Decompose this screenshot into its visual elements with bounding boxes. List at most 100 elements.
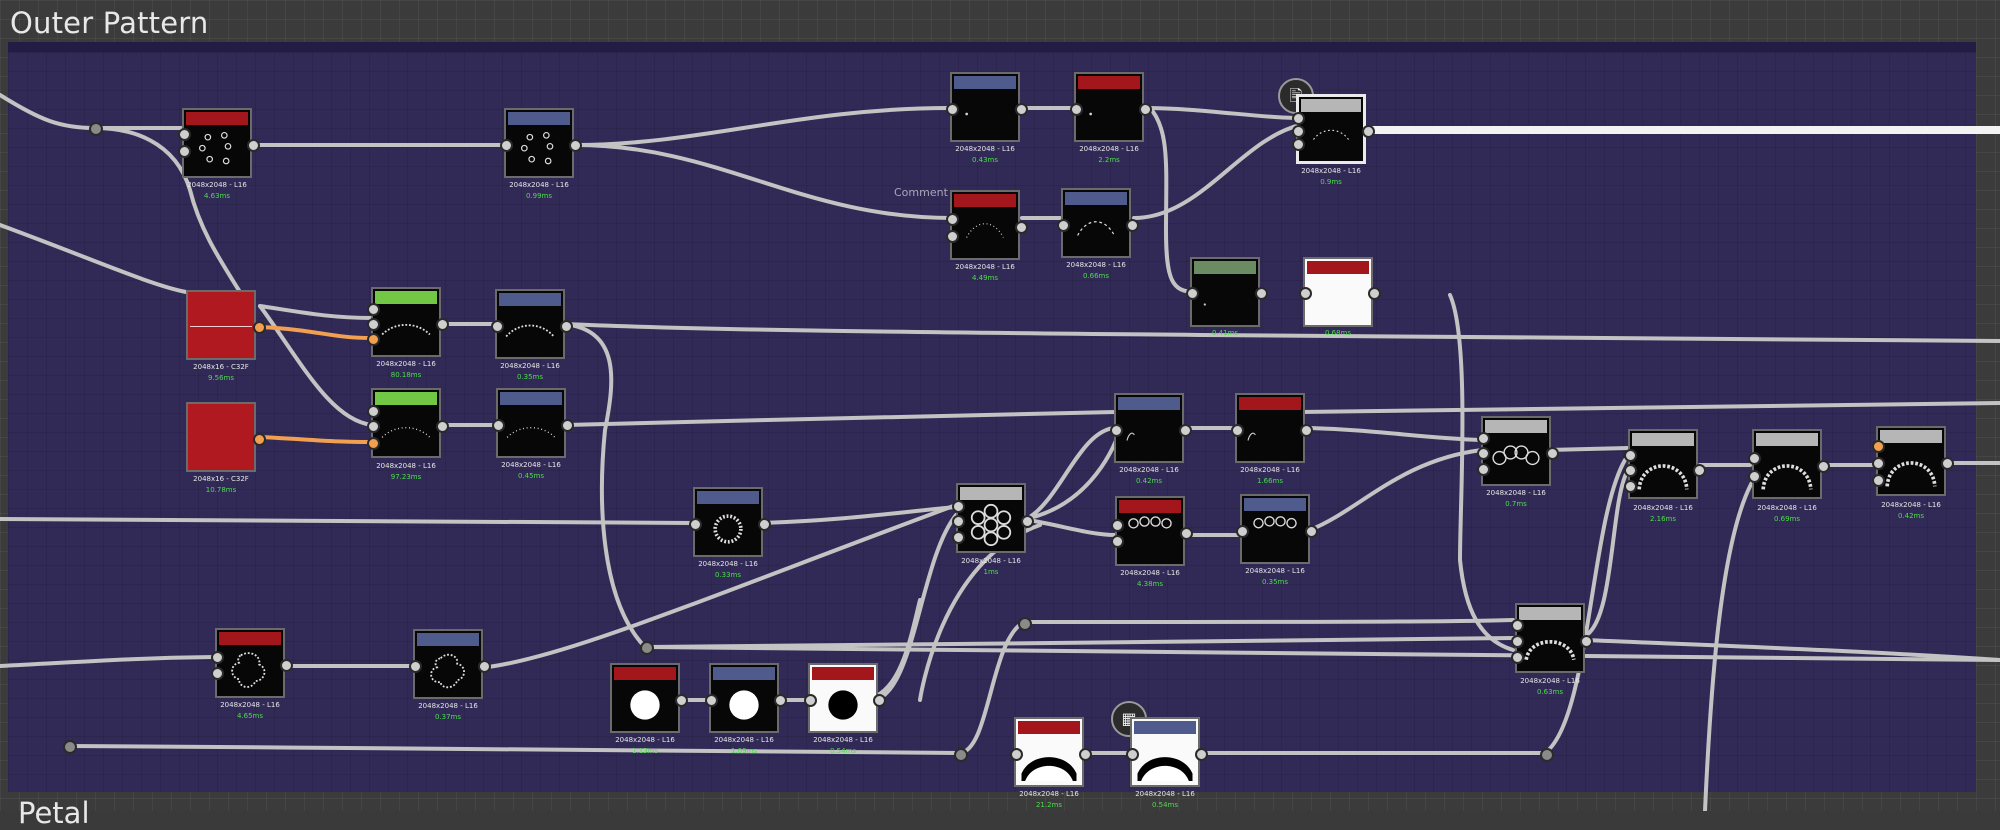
input-pin[interactable] — [804, 694, 817, 707]
input-pin[interactable] — [1511, 619, 1524, 632]
output-pin[interactable] — [253, 321, 266, 334]
output-pin[interactable] — [478, 660, 491, 673]
output-pin[interactable] — [1179, 424, 1192, 437]
output-pin[interactable] — [569, 139, 582, 152]
input-pin[interactable] — [1070, 103, 1083, 116]
input-pin[interactable] — [211, 651, 224, 664]
gradient-map-node[interactable] — [186, 402, 256, 472]
input-pin[interactable] — [1292, 138, 1305, 151]
input-pin[interactable] — [1111, 535, 1124, 548]
graph-node[interactable] — [1114, 393, 1184, 463]
input-pin[interactable] — [1477, 463, 1490, 476]
input-pin[interactable] — [952, 500, 965, 513]
input-pin[interactable] — [1624, 449, 1637, 462]
input-pin[interactable] — [211, 667, 224, 680]
graph-node[interactable] — [950, 72, 1020, 142]
input-pin[interactable] — [946, 230, 959, 243]
graph-node[interactable] — [1752, 429, 1822, 499]
graph-node[interactable] — [1190, 257, 1260, 327]
output-pin[interactable] — [758, 518, 771, 531]
input-pin[interactable] — [952, 531, 965, 544]
input-pin[interactable] — [1748, 470, 1761, 483]
graph-node[interactable] — [413, 629, 483, 699]
graph-node[interactable] — [1115, 496, 1185, 566]
graph-node[interactable] — [371, 287, 441, 357]
input-pin[interactable] — [1231, 424, 1244, 437]
graph-node[interactable] — [709, 663, 779, 733]
reroute-dot[interactable] — [640, 641, 654, 655]
input-pin[interactable] — [952, 515, 965, 528]
graph-node-selected[interactable] — [1296, 94, 1366, 164]
graph-node[interactable] — [182, 108, 252, 178]
output-pin[interactable] — [1546, 447, 1559, 460]
input-pin[interactable] — [367, 420, 380, 433]
graph-node[interactable] — [1130, 717, 1200, 787]
output-pin[interactable] — [1255, 287, 1268, 300]
input-pin[interactable] — [1872, 457, 1885, 470]
input-pin[interactable] — [500, 139, 513, 152]
input-pin[interactable] — [705, 694, 718, 707]
reroute-dot[interactable] — [89, 122, 103, 136]
input-pin[interactable] — [492, 419, 505, 432]
input-pin[interactable] — [1511, 651, 1524, 664]
output-pin[interactable] — [1195, 748, 1208, 761]
input-pin[interactable] — [1292, 112, 1305, 125]
output-pin[interactable] — [436, 318, 449, 331]
graph-node[interactable] — [1014, 717, 1084, 787]
input-pin[interactable] — [1010, 748, 1023, 761]
output-pin[interactable] — [1300, 424, 1313, 437]
input-pin[interactable] — [178, 128, 191, 141]
input-pin[interactable] — [1872, 440, 1885, 453]
input-pin[interactable] — [1511, 635, 1524, 648]
graph-node[interactable] — [504, 108, 574, 178]
reroute-dot[interactable] — [1018, 617, 1032, 631]
input-pin[interactable] — [1299, 287, 1312, 300]
output-pin[interactable] — [1817, 460, 1830, 473]
input-pin[interactable] — [1110, 424, 1123, 437]
graph-node[interactable] — [1481, 416, 1551, 486]
output-pin[interactable] — [247, 139, 260, 152]
input-pin[interactable] — [1236, 525, 1249, 538]
input-pin[interactable] — [1186, 287, 1199, 300]
output-pin[interactable] — [1015, 103, 1028, 116]
output-pin[interactable] — [774, 694, 787, 707]
graph-node[interactable] — [495, 289, 565, 359]
reroute-dot[interactable] — [1540, 748, 1554, 762]
graph-node[interactable] — [693, 487, 763, 557]
graph-node[interactable] — [1061, 188, 1131, 258]
reroute-dot[interactable] — [954, 748, 968, 762]
output-pin[interactable] — [561, 419, 574, 432]
output-pin[interactable] — [1305, 525, 1318, 538]
output-pin[interactable] — [1139, 103, 1152, 116]
input-pin[interactable] — [1126, 748, 1139, 761]
output-pin[interactable] — [1079, 748, 1092, 761]
input-pin[interactable] — [1292, 125, 1305, 138]
reroute-dot[interactable] — [63, 740, 77, 754]
graph-node[interactable] — [1074, 72, 1144, 142]
input-pin[interactable] — [946, 103, 959, 116]
input-pin[interactable] — [1748, 452, 1761, 465]
output-pin[interactable] — [436, 420, 449, 433]
graph-node[interactable] — [1235, 393, 1305, 463]
graph-node[interactable] — [950, 190, 1020, 260]
input-pin[interactable] — [689, 518, 702, 531]
input-pin[interactable] — [1057, 219, 1070, 232]
input-pin[interactable] — [367, 318, 380, 331]
output-pin[interactable] — [1180, 527, 1193, 540]
input-pin[interactable] — [409, 660, 422, 673]
output-pin[interactable] — [280, 659, 293, 672]
graph-node[interactable] — [1515, 603, 1585, 673]
output-pin[interactable] — [560, 320, 573, 333]
graph-node[interactable] — [1240, 494, 1310, 564]
input-pin[interactable] — [1477, 447, 1490, 460]
output-pin[interactable] — [1126, 219, 1139, 232]
input-pin[interactable] — [1624, 480, 1637, 493]
output-pin[interactable] — [253, 433, 266, 446]
input-pin[interactable] — [1477, 432, 1490, 445]
graph-node[interactable] — [371, 388, 441, 458]
output-pin[interactable] — [1015, 221, 1028, 234]
input-pin[interactable] — [367, 303, 380, 316]
graph-node[interactable] — [1628, 429, 1698, 499]
gradient-map-node[interactable] — [186, 290, 256, 360]
output-pin[interactable] — [1941, 457, 1954, 470]
